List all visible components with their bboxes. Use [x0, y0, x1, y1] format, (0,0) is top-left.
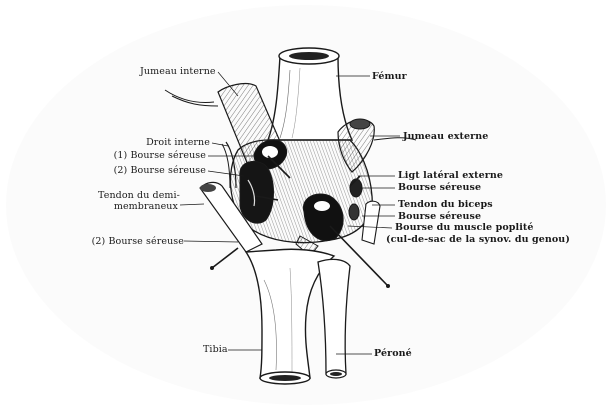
label-bourse-sereuse-2a: (2) Bourse séreuse: [113, 165, 206, 176]
probes: [211, 155, 389, 287]
perone-shape: [317, 258, 351, 375]
label-tendon-demi-line1: Tendon du demi-: [98, 190, 180, 201]
label-bourse-sereuse-2b: (2) Bourse séreuse: [91, 236, 184, 247]
bourse-sereuse-2-opening: [239, 160, 274, 224]
droit-interne-tendon: [225, 141, 237, 189]
label-tendon-biceps: Tendon du biceps: [398, 199, 493, 210]
label-jumeau-interne: Jumeau interne: [140, 66, 216, 77]
label-droit-interne: Droit interne: [146, 137, 210, 148]
tendon-biceps-shape: [361, 200, 381, 245]
label-tibia: Tibia: [203, 344, 228, 355]
label-jumeau-externe: Jumeau externe: [403, 131, 489, 142]
label-bourse-sereuse-1: (1) Bourse séreuse: [113, 150, 206, 161]
label-bourse-sereuse-r1: Bourse séreuse: [398, 182, 482, 193]
tibia-shape: [244, 248, 336, 379]
label-tendon-demi-line2: membraneux: [113, 201, 178, 212]
label-cul-de-sac: (cul-de-sac de la synov. du genou): [386, 234, 570, 245]
label-lig-lateral-externe: Ligt latéral externe: [398, 170, 503, 181]
label-bourse-sereuse-r2: Bourse séreuse: [398, 211, 482, 222]
leader-lines: [179, 71, 400, 355]
label-perone: Péroné: [374, 348, 412, 359]
label-femur: Fémur: [372, 71, 407, 82]
label-bourse-muscle-poplite: Bourse du muscle poplité: [395, 222, 534, 233]
